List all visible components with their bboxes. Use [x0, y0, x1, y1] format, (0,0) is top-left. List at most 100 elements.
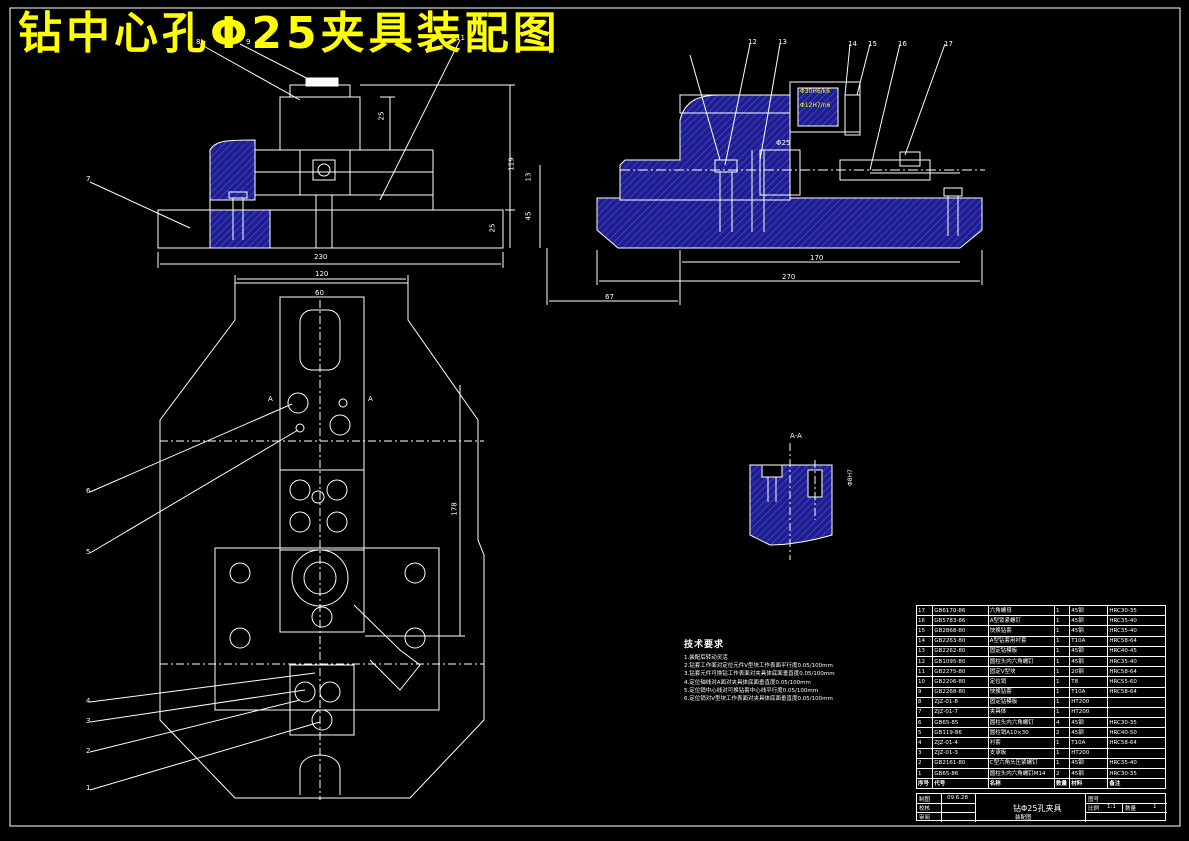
bom-cell: 1 — [1054, 686, 1071, 698]
balloon-9: 9 — [246, 38, 251, 46]
drawing-title: 钻中心孔Φ25夹具装配图 — [18, 8, 561, 59]
bom-cell: 8 — [915, 696, 934, 708]
bom-header-cell: 名称 — [987, 778, 1056, 790]
bom-cell: T8 — [1069, 676, 1109, 688]
title-block-row: 审阅 — [919, 815, 931, 821]
bom-cell: GB2275-80 — [932, 666, 989, 678]
bom-cell: T10A — [1069, 686, 1109, 698]
bom-cell: 衬套 — [987, 737, 1056, 749]
bom-cell: HRC30-35 — [1107, 717, 1166, 729]
technical-requirements: 技术要求 1.装配后转动灵活 2.钻套工作面对定位元件V型块工作表面平行度0.0… — [684, 637, 835, 703]
bom-cell: 圆柱头内六角螺钉 — [987, 655, 1056, 668]
bom-cell: 快换钻套 — [987, 625, 1056, 637]
bom-cell: 45钢 — [1069, 655, 1109, 668]
bom-cell: 1 — [1054, 696, 1071, 708]
bom-cell — [1107, 696, 1166, 708]
bom-cell: A型锁紧螺钉 — [987, 615, 1056, 627]
bom-cell: 1 — [1054, 676, 1071, 688]
dim-top-height: 178 — [450, 502, 459, 516]
balloon-13: 13 — [778, 38, 787, 46]
dim-side-total: 270 — [782, 273, 796, 281]
bom-cell: HRC35-40 — [1107, 757, 1166, 770]
dim-front-height: 119 — [507, 157, 516, 171]
bom-cell: GB2868-80 — [932, 625, 989, 637]
bom-cell: 夹具体 — [987, 706, 1056, 719]
tech-note: 3.钻套元件可换钻工作表面对夹具体底面垂直度0.05/100mm — [684, 671, 835, 678]
bom-cell: 45钢 — [1069, 757, 1109, 770]
bom-cell: HRC35-40 — [1107, 625, 1166, 637]
bom-cell: 17 — [915, 604, 934, 617]
tech-note: 2.钻套工作面对定位元件V型块工作表面平行度0.05/100mm — [684, 663, 833, 670]
bom-cell: 圆柱销A10×30 — [987, 727, 1056, 739]
bom-cell: 2 — [1054, 727, 1071, 739]
bom-cell: T10A — [1069, 635, 1109, 647]
dim-side-h1: 45 — [524, 211, 533, 221]
bom-cell: GB65-85 — [932, 717, 989, 729]
bom-cell: 20钢 — [1069, 666, 1109, 678]
balloon-7: 7 — [86, 175, 91, 183]
bom-cell: 1 — [1054, 737, 1071, 749]
dim-hole-dia: Φ25 — [776, 139, 791, 147]
tech-note: 1.装配后转动灵活 — [684, 655, 728, 661]
title-block-qty-label: 数量 — [1125, 806, 1137, 812]
bom-cell: HRC58-64 — [1107, 666, 1166, 678]
bom-header-cell: 材料 — [1069, 778, 1109, 790]
bom-cell: 4 — [915, 737, 934, 749]
bom-cell: 六角螺母 — [987, 604, 1056, 617]
balloon-8: 8 — [196, 38, 201, 46]
title-block-sheet-label: 图号 — [1088, 797, 1100, 803]
bom-cell: 1 — [1054, 706, 1071, 719]
bom-cell: 支承板 — [987, 747, 1056, 759]
bom-cell: GB6170-86 — [932, 604, 989, 617]
bom-cell: HRC30-35 — [1107, 604, 1166, 617]
balloon-2: 2 — [86, 747, 91, 755]
tech-note: 5.定位销中心线对可换钻套中心线平行度0.05/100mm — [684, 687, 819, 694]
bom-cell: GB2262-80 — [932, 645, 989, 657]
section-a-a — [749, 443, 833, 560]
bom-cell: 45钢 — [1069, 625, 1109, 637]
bom-cell: 1 — [915, 767, 934, 780]
title-block-row: 制图 — [919, 797, 931, 803]
section-label: A-A — [790, 432, 802, 440]
bom-cell: 3 — [915, 747, 934, 759]
dim-top-width: 120 — [315, 270, 329, 278]
bom-cell: 45钢 — [1069, 604, 1109, 617]
bom-cell: 固定V型块 — [987, 666, 1056, 678]
bom-cell: GB2268-80 — [932, 686, 989, 698]
bom-cell: HRC40-45 — [1107, 645, 1166, 657]
bom-cell: 1 — [1054, 666, 1071, 678]
bom-cell: HT200 — [1069, 696, 1109, 708]
bom-cell: 1 — [1054, 757, 1071, 770]
bom-cell: HRC55-60 — [1107, 676, 1166, 688]
bom-header-cell: 代号 — [932, 778, 989, 790]
bom-cell: 45钢 — [1069, 717, 1109, 729]
bom-cell: A型钻套用衬套 — [987, 635, 1056, 647]
title-block-scale: 1:1 — [1107, 804, 1116, 810]
top-view — [89, 275, 485, 800]
bom-cell: 1 — [1054, 625, 1071, 637]
bom-cell: 1 — [1054, 604, 1071, 617]
bom-cell: 10 — [915, 676, 934, 688]
bom-cell: 7 — [915, 706, 934, 719]
dim-top-inner: 60 — [315, 289, 324, 297]
drawing-frame — [9, 7, 1181, 827]
bom-cell: HRC35-40 — [1107, 615, 1166, 627]
bom-cell: 1 — [1054, 615, 1071, 627]
bom-cell: 45钢 — [1069, 767, 1109, 780]
balloon-17: 17 — [944, 40, 953, 48]
bom-cell: 定位销 — [987, 676, 1056, 688]
bom-cell: 13 — [915, 645, 934, 657]
section-marker-left: A — [268, 395, 273, 403]
front-view — [89, 39, 515, 268]
bom-cell: 12 — [915, 655, 934, 668]
bom-cell: 11 — [915, 666, 934, 678]
bom-cell: 16 — [915, 615, 934, 627]
